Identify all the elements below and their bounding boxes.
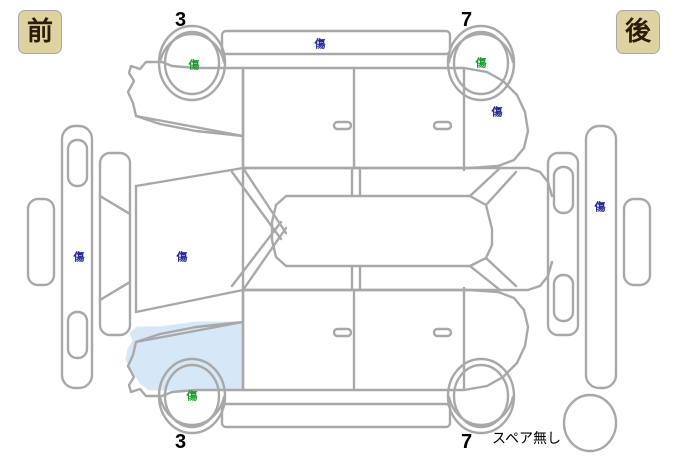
a-pillar-top (241, 166, 288, 235)
topview-hood-sweep-top (134, 166, 245, 188)
wheel-arch-bottom-front (158, 395, 226, 427)
topview-rear-right (526, 166, 554, 198)
topview-rear-right-b (526, 260, 554, 292)
side-sill-top (220, 29, 452, 56)
wheel-number-front-right: 3 (175, 9, 187, 31)
door-handle-bottom-rear (432, 327, 453, 338)
wheel-number-rear-right: 7 (461, 9, 473, 31)
body-side-bottom (241, 288, 530, 392)
rear-bumper-bar (584, 124, 618, 390)
c-pillar-bottom-2 (484, 256, 518, 288)
body-side-lower-edge-top (134, 114, 245, 170)
wheel-number-rear-left: 7 (461, 431, 473, 453)
wheel-arch-top-front (158, 32, 226, 64)
a-pillar-bottom (241, 226, 288, 292)
mark-front-bumper-damage-mark: 傷 (73, 250, 85, 264)
rear-light-panel (546, 151, 580, 337)
wheel-front-left-inner (163, 363, 221, 429)
windshield-line-top (230, 170, 283, 241)
wheel-front-right-inner (163, 30, 221, 96)
front-light-split-bottom (98, 280, 132, 302)
wheel-arch-bottom-rear (447, 395, 515, 427)
front-bumper-outer (26, 197, 56, 287)
wheel-arch-top-rear (447, 32, 515, 64)
body-outline-top (126, 60, 245, 138)
door-handle-bottom-front (332, 327, 353, 338)
front-bumper-bar (60, 124, 94, 390)
mark-rear-quarter-right-damage-mark: 傷 (491, 105, 503, 119)
mark-wheel-rear-right-damage-mark: 傷 (475, 56, 487, 70)
roof-panel (270, 194, 494, 268)
body-side-top (241, 66, 530, 170)
windshield-line-bottom (230, 220, 283, 288)
mark-wheel-front-right-damage-mark: 傷 (188, 58, 200, 72)
rear-light-top (552, 165, 575, 215)
side-sill-bottom (220, 402, 452, 429)
wheel-rear-right-inner (452, 30, 510, 96)
topview-hood-sweep-bottom (134, 288, 245, 314)
door-handle-top-front (332, 120, 353, 131)
body-outline-bottom (126, 320, 245, 398)
front-light-split-top (98, 194, 132, 216)
rear-bumper-outer (622, 197, 652, 287)
c-pillar-bottom (468, 264, 502, 292)
wheel-front-left (157, 357, 227, 435)
orientation-badge-rear: 後 (616, 10, 660, 54)
wheel-rear-left-inner (452, 363, 510, 429)
wheel-rear-right (446, 24, 516, 102)
mark-rear-bumper-damage-mark: 傷 (594, 200, 606, 214)
rear-light-bottom (552, 273, 575, 323)
mark-wheel-front-left-damage-mark: 傷 (186, 389, 198, 403)
wheel-front-right (157, 24, 227, 102)
front-fog-bottom (66, 310, 89, 360)
door-handle-top-rear (432, 120, 453, 131)
front-light-panel (98, 151, 132, 337)
spare-tire-label: スペア無し (492, 431, 562, 447)
wheel-rear-left (446, 357, 516, 435)
orientation-badge-front: 前 (18, 10, 62, 54)
front-fog-top (66, 138, 89, 188)
mark-roof-rail-top-damage-mark: 傷 (314, 37, 326, 51)
c-pillar-top-2 (484, 170, 518, 207)
spare-tire-circle (562, 393, 618, 453)
wheel-number-front-left: 3 (175, 431, 187, 453)
mark-hood-damage-mark: 傷 (176, 250, 188, 264)
c-pillar-top (468, 166, 502, 198)
